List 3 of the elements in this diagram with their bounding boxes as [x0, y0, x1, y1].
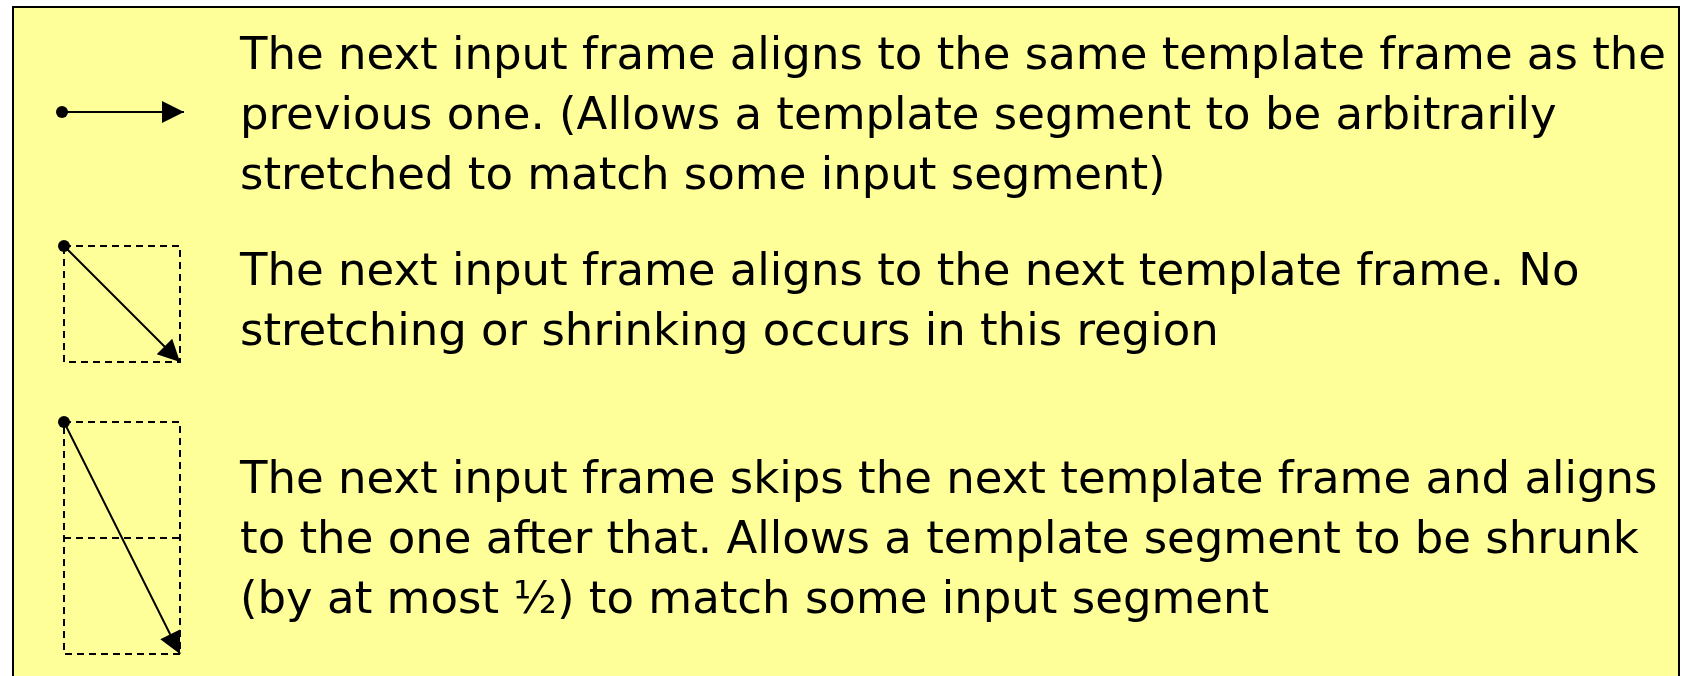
legend-text: The next input frame aligns to the same template frame as the previous one. (Allows a template segment to be arbitrarily stretched to match some input segment) [240, 26, 1668, 202]
legend-text: The next input frame skips the next template frame and aligns to the one after that. Allows a template segment to be shrunk (by at most ½) to match some input segment [240, 450, 1659, 626]
legend-text: The next input frame aligns to the next template frame. No stretching or shrinking occurs in this region [240, 242, 1581, 358]
